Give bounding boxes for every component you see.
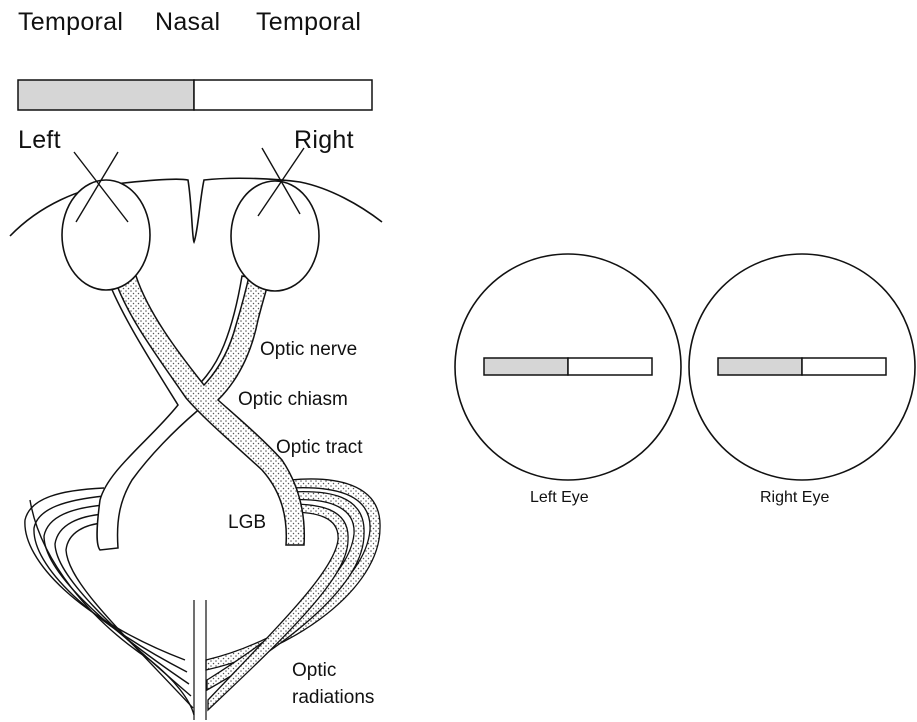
- right-eye-field-label: Right Eye: [760, 490, 829, 506]
- optic-radiations-label-line1: Optic: [292, 661, 336, 680]
- visual-field-bar: [18, 80, 372, 110]
- optic-tract-label: Optic tract: [276, 438, 363, 457]
- left-eye-field-label: Left Eye: [530, 490, 589, 506]
- optic-nerve-label: Optic nerve: [260, 340, 357, 359]
- optic-radiations-label-line2: radiations: [292, 688, 374, 707]
- right-eyeball: [231, 181, 319, 291]
- field-bar-clear-half: [194, 80, 372, 110]
- optic-chiasm-label: Optic chiasm: [238, 390, 348, 409]
- field-bar-shaded-half: [18, 80, 194, 110]
- lgb-label: LGB: [228, 513, 266, 532]
- left-eye-field: [455, 254, 681, 480]
- right-eye-field: [689, 254, 915, 480]
- left-eyeball: [62, 180, 150, 290]
- midline-fissure: [194, 600, 206, 720]
- left-optic-pathway: [97, 272, 262, 550]
